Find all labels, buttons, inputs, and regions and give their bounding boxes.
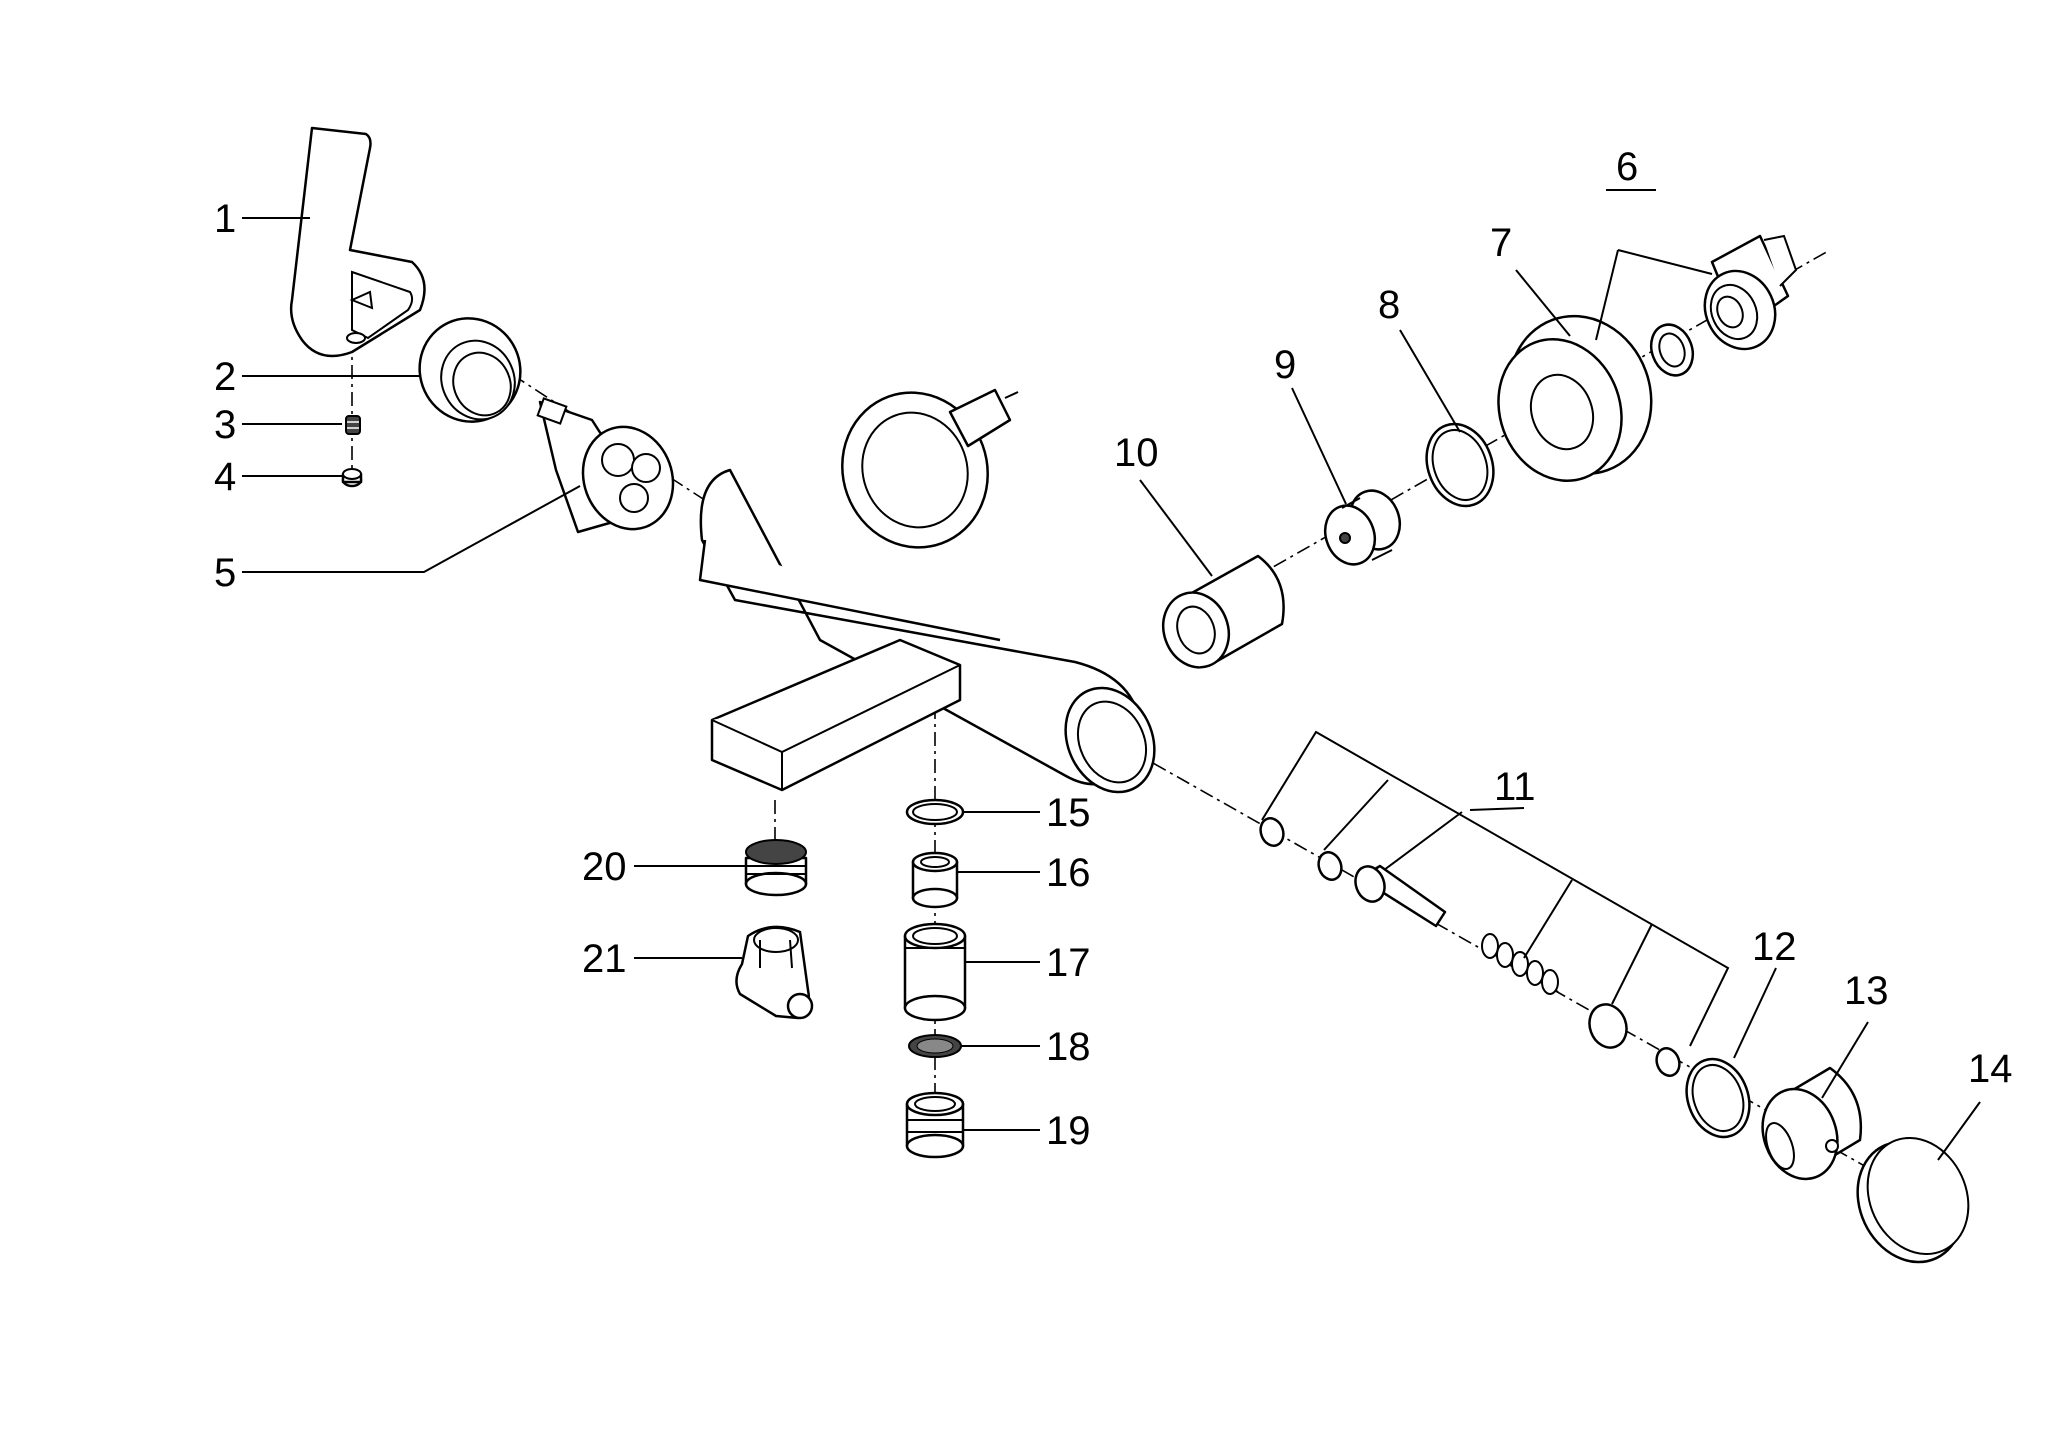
callout-17: 17 (1046, 941, 1091, 985)
callout-13: 13 (1844, 969, 1889, 1013)
part-6-connector (1649, 234, 1798, 377)
callout-4: 4 (214, 455, 236, 499)
part-3-set-screw (345, 415, 361, 435)
faucet-body (698, 388, 1156, 794)
callout-numbers: 1 2 3 4 5 6 7 8 9 10 11 12 13 14 15 16 1… (214, 145, 2013, 1153)
callout-15: 15 (1046, 791, 1091, 835)
part-5-cartridge (536, 397, 675, 534)
part-16-spacer (911, 851, 959, 909)
part-17-spout-extension (903, 922, 967, 1022)
callout-12: 12 (1752, 925, 1797, 969)
callout-7: 7 (1490, 221, 1512, 265)
part-9-check-valve (1323, 489, 1402, 566)
part-21-aerator-key (735, 925, 814, 1020)
callout-2: 2 (214, 355, 236, 399)
callout-9: 9 (1274, 343, 1296, 387)
callout-21: 21 (582, 937, 627, 981)
callout-11: 11 (1494, 765, 1536, 809)
callout-16: 16 (1046, 851, 1091, 895)
part-2-cartridge-nut (418, 317, 522, 423)
callout-18: 18 (1046, 1025, 1091, 1069)
callout-3: 3 (214, 403, 236, 447)
part-13-diverter-knob-base (1761, 1066, 1863, 1181)
part-8-o-ring (1425, 422, 1495, 508)
part-20-aerator (744, 839, 808, 897)
part-7-rosette (1497, 314, 1653, 482)
part-14-cover-cap (1856, 1136, 1970, 1264)
callout-19: 19 (1046, 1109, 1091, 1153)
callout-8: 8 (1378, 283, 1400, 327)
callout-14: 14 (1968, 1047, 2013, 1091)
callout-10: 10 (1114, 431, 1159, 475)
part-10-adapter-sleeve (1161, 554, 1285, 669)
part-19-aerator-housing (905, 1091, 965, 1159)
part-12-o-ring (1685, 1057, 1751, 1139)
part-15-o-ring (905, 798, 965, 826)
callout-6: 6 (1616, 145, 1638, 189)
part-4-cap-plug (341, 468, 363, 488)
callout-5: 5 (214, 551, 236, 595)
callout-20: 20 (582, 845, 627, 889)
callout-1: 1 (214, 197, 236, 241)
callout-leaders (242, 189, 1981, 1161)
part-11-diverter-set (1259, 730, 1730, 1077)
part-18-screen (908, 1034, 962, 1058)
part-1-lever-handle (289, 126, 426, 358)
